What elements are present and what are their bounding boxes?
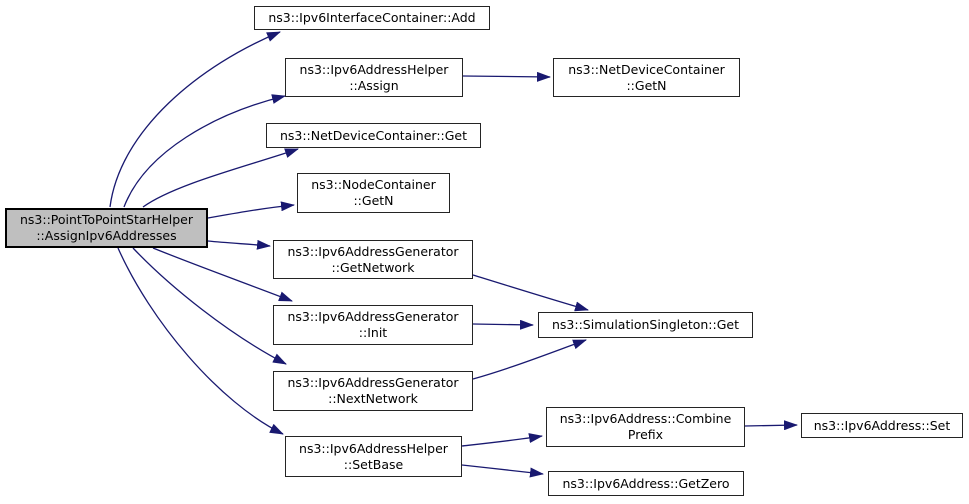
node-simulation-singleton-get[interactable]: ns3::SimulationSingleton::Get <box>538 312 753 338</box>
edge-main-to-interface-container-add <box>109 31 281 208</box>
node-ipv6-address-generator-get-network[interactable]: ns3::Ipv6AddressGenerator ::GetNetwork <box>273 240 473 279</box>
edge-main-to-address-helper-assign <box>123 94 286 208</box>
node-ipv6-address-generator-next-network[interactable]: ns3::Ipv6AddressGenerator ::NextNetwork <box>273 371 473 411</box>
edge-get-network-to-simulation-singleton-get <box>472 274 589 312</box>
node-label: ns3::Ipv6AddressGenerator <box>287 375 459 390</box>
edge-main-to-generator-next-network <box>132 247 287 365</box>
node-net-device-container-get[interactable]: ns3::NetDeviceContainer::Get <box>266 123 481 148</box>
node-ipv6-address-helper-assign[interactable]: ns3::Ipv6AddressHelper ::Assign <box>285 58 463 97</box>
node-ipv6-interface-container-add[interactable]: ns3::Ipv6InterfaceContainer::Add <box>254 6 490 30</box>
edge-next-network-to-simulation-singleton-get <box>472 339 587 380</box>
node-label: ::SetBase <box>343 456 404 472</box>
node-assign-ipv6-addresses[interactable]: ns3::PointToPointStarHelper ::AssignIpv6… <box>5 208 208 248</box>
edge-set-base-to-get-zero <box>461 464 544 478</box>
node-node-container-get-n[interactable]: ns3::NodeContainer ::GetN <box>297 173 450 213</box>
node-ipv6-address-helper-set-base[interactable]: ns3::Ipv6AddressHelper ::SetBase <box>285 436 462 477</box>
node-label: ::Init <box>358 325 388 340</box>
edge-assign-to-net-device-container-get-n <box>462 71 551 82</box>
node-label: ns3::Ipv6Address::Set <box>813 417 951 433</box>
edge-main-to-net-device-container-get <box>142 148 299 208</box>
edge-init-to-simulation-singleton-get <box>472 319 534 330</box>
node-net-device-container-get-n[interactable]: ns3::NetDeviceContainer ::GetN <box>553 58 740 97</box>
node-label: ns3::Ipv6AddressHelper <box>299 440 448 456</box>
edge-main-to-address-helper-set-base <box>117 247 284 435</box>
node-label: ::AssignIpv6Addresses <box>36 228 177 243</box>
node-label: Prefix <box>627 427 664 442</box>
node-label: ::GetN <box>626 77 667 93</box>
node-label: ns3::SimulationSingleton::Get <box>552 317 739 332</box>
node-label: ns3::NetDeviceContainer <box>568 61 725 77</box>
edge-main-to-node-container-get-n <box>207 201 295 219</box>
edge-main-to-generator-get-network <box>207 239 271 250</box>
node-label: ::GetNetwork <box>331 259 415 275</box>
edge-set-base-to-combine-prefix <box>461 433 543 447</box>
node-label: ns3::PointToPointStarHelper <box>19 212 193 227</box>
node-label: ::Assign <box>349 77 399 93</box>
node-label: ns3::Ipv6InterfaceContainer::Add <box>268 10 476 25</box>
node-label: ns3::Ipv6Address::Combine <box>559 411 732 426</box>
edge-combine-prefix-to-address-set <box>744 420 798 431</box>
node-label: ::GetN <box>353 193 394 208</box>
node-label: ns3::NetDeviceContainer::Get <box>279 127 468 143</box>
edge-main-to-generator-init <box>152 247 293 302</box>
node-ipv6-address-combine-prefix[interactable]: ns3::Ipv6Address::Combine Prefix <box>546 407 745 447</box>
node-ipv6-address-get-zero[interactable]: ns3::Ipv6Address::GetZero <box>548 471 744 496</box>
node-label: ns3::Ipv6AddressHelper <box>299 61 449 77</box>
node-label: ns3::Ipv6AddressGenerator <box>287 309 459 324</box>
node-ipv6-address-set[interactable]: ns3::Ipv6Address::Set <box>801 413 963 438</box>
node-label: ns3::Ipv6AddressGenerator <box>287 243 459 259</box>
node-label: ns3::Ipv6Address::GetZero <box>562 475 730 491</box>
node-ipv6-address-generator-init[interactable]: ns3::Ipv6AddressGenerator ::Init <box>273 305 473 345</box>
node-label: ns3::NodeContainer <box>311 177 436 192</box>
node-label: ::NextNetwork <box>328 391 418 406</box>
